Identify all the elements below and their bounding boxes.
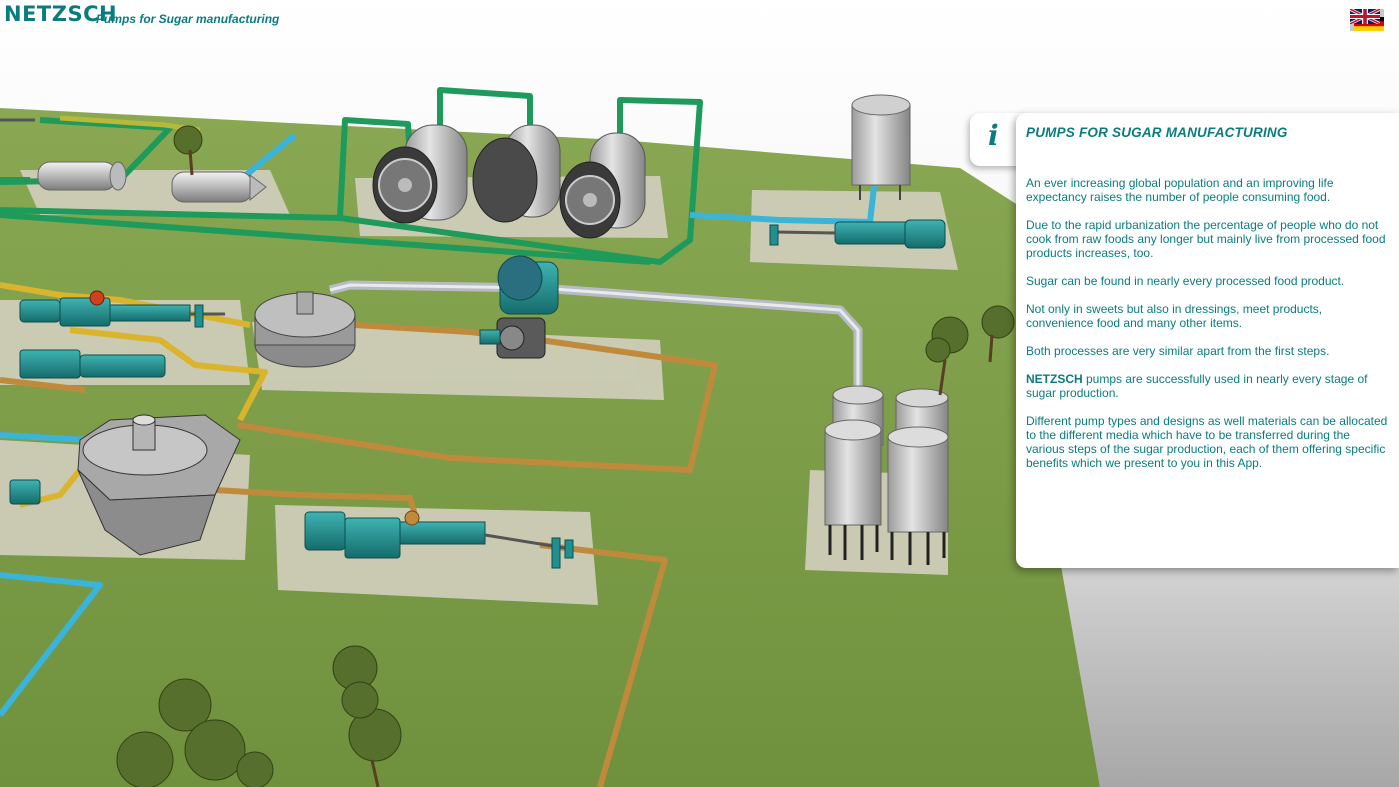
- info-paragraph: Due to the rapid urbanization the percen…: [1026, 218, 1386, 260]
- brand-sentence: pumps are successfully used in nearly ev…: [1026, 372, 1368, 400]
- grass-ground: [0, 108, 1100, 787]
- info-body: An ever increasing global population and…: [1026, 176, 1391, 484]
- info-paragraph: Different pump types and designs as well…: [1026, 414, 1388, 470]
- info-paragraph: NETZSCH pumps are successfully used in n…: [1026, 372, 1391, 400]
- language-flag-icon[interactable]: [1350, 9, 1384, 31]
- tree-group: [116, 125, 1015, 787]
- info-paragraph: An ever increasing global population and…: [1026, 176, 1334, 204]
- netzsch-logo[interactable]: NETZSCH: [4, 2, 118, 26]
- info-paragraph: Not only in sweets but also in dressings…: [1026, 302, 1323, 330]
- brand-name: NETZSCH: [1026, 372, 1083, 386]
- info-title: PUMPS FOR SUGAR MANUFACTURING: [1026, 125, 1288, 140]
- info-panel: PUMPS FOR SUGAR MANUFACTURING An ever in…: [1016, 113, 1399, 568]
- app-subtitle: Pumps for Sugar manufacturing: [96, 12, 280, 26]
- app-header: NETZSCH Pumps for Sugar manufacturing: [0, 0, 1399, 34]
- info-icon: i: [988, 119, 999, 152]
- info-paragraph: Sugar can be found in nearly every proce…: [1026, 274, 1345, 288]
- info-paragraph: Both processes are very similar apart fr…: [1026, 344, 1330, 358]
